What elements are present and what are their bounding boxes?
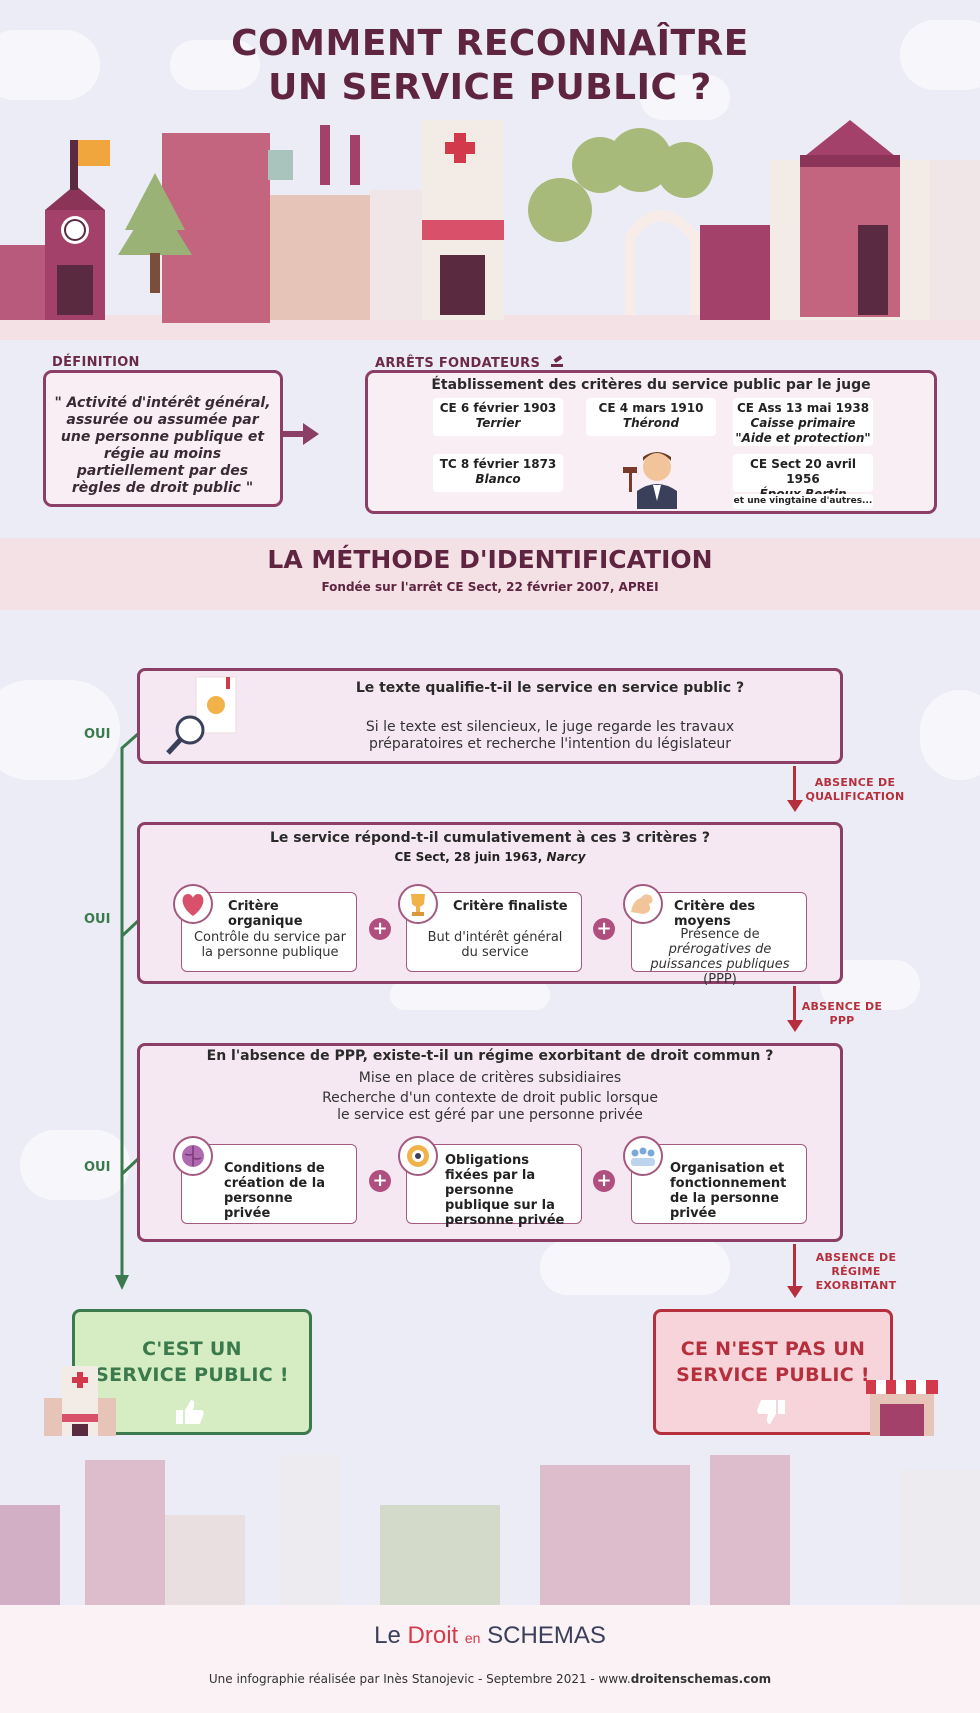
result-no-line-2: SERVICE PUBLIC !: [676, 1364, 870, 1386]
footer: [0, 1605, 980, 1713]
oui-connector: [110, 730, 150, 1304]
step-1-question: Le texte qualifie-t-il le service en ser…: [355, 680, 745, 696]
result-yes-line-1: C'EST UN: [142, 1338, 242, 1360]
step-3-line-2: Recherche d'un contexte de droit public …: [322, 1090, 658, 1106]
cloud: [640, 75, 730, 120]
criterion-finaliste-desc: But d'intérêt général du service: [427, 930, 563, 960]
subsidiary-criterion-obligations: Obligations fixées par la personne publi…: [406, 1144, 582, 1228]
trophy-icon: [398, 884, 438, 924]
cloud: [540, 1240, 730, 1295]
cloud: [920, 690, 980, 780]
step-3-line-3: le service est géré par une personne pri…: [337, 1107, 643, 1123]
step-1-line-1: Si le texte est silencieux, le juge rega…: [365, 719, 735, 735]
result-yes-line-2: SERVICE PUBLIC !: [95, 1364, 289, 1386]
muscle-arm-icon: [623, 884, 663, 924]
step-2-reference: CE Sect, 28 juin 1963, Narcy: [394, 850, 586, 864]
method-band: [0, 538, 980, 610]
subsidiary-criterion-creation-title: Conditions de création de la personne pr…: [224, 1161, 325, 1221]
definition-text: " Activité d'intérêt général, assurée ou…: [54, 395, 271, 496]
criterion-organique-title: Critère organique: [228, 899, 303, 929]
cloud: [900, 20, 980, 90]
team-icon: [623, 1136, 663, 1176]
footer-site-link[interactable]: droitenschemas.com: [630, 1672, 772, 1686]
plus-icon: +: [593, 918, 615, 940]
hospital-icon: [44, 1362, 116, 1440]
oui-label-2: OUI: [84, 912, 111, 927]
arrets-heading: Établissement des critères du service pu…: [431, 377, 871, 393]
criterion-finaliste-title: Critère finaliste: [453, 899, 568, 914]
arrow-right-icon: [283, 423, 319, 449]
shop-icon: [866, 1370, 938, 1440]
absence-arrow-1: [793, 766, 796, 802]
oui-label-3: OUI: [84, 1160, 111, 1175]
definition-label: DÉFINITION: [52, 355, 140, 370]
title-line-1: COMMENT RECONNAÎTRE: [231, 23, 749, 64]
plus-icon: +: [369, 1170, 391, 1192]
arret-card-epoux-bertin: CE Sect 20 avril 1956Époux Bertin: [733, 454, 873, 501]
arrets-others: et une vingtaine d'autres...: [733, 494, 873, 509]
footer-credit: Une infographie réalisée par Inès Stanoj…: [208, 1672, 772, 1686]
absence-label-regime: ABSENCE DE RÉGIME EXORBITANT: [815, 1251, 897, 1292]
absence-arrow-2: [793, 986, 796, 1022]
method-title: LA MÉTHODE D'IDENTIFICATION: [267, 545, 713, 574]
method-subtitle: Fondée sur l'arrêt CE Sect, 22 février 2…: [321, 580, 659, 594]
eye-icon: [398, 1136, 438, 1176]
absence-label-qualification: ABSENCE DE QUALIFICATION: [805, 776, 905, 803]
criterion-moyens: Critère des moyens Présence de prérogati…: [631, 892, 807, 987]
title-line-2: UN SERVICE PUBLIC ?: [268, 67, 712, 108]
city-illustration: [0, 115, 980, 340]
oui-label-1: OUI: [84, 727, 111, 742]
criterion-organique-desc: Contrôle du service par la personne publ…: [193, 930, 346, 960]
absence-arrow-1-head: [787, 800, 803, 812]
subsidiary-criterion-creation: Conditions de création de la personne pr…: [181, 1144, 357, 1224]
absence-label-ppp: ABSENCE DE PPP: [801, 1000, 883, 1027]
plus-icon: +: [369, 918, 391, 940]
absence-arrow-2-head: [787, 1020, 803, 1032]
thumbs-up-icon: [174, 1398, 206, 1430]
absence-arrow-3: [793, 1244, 796, 1288]
cloud: [0, 680, 120, 780]
subsidiary-criterion-organisation-title: Organisation et fonctionnement de la per…: [670, 1161, 787, 1221]
magnifier-document-icon: [162, 675, 242, 761]
definition-box: [43, 370, 283, 507]
absence-arrow-3-head: [787, 1286, 803, 1298]
cloud: [390, 980, 550, 1010]
step-2-question: Le service répond-t-il cumulativement à …: [269, 830, 711, 846]
subsidiary-criterion-obligations-title: Obligations fixées par la personne publi…: [445, 1153, 565, 1228]
step-3-line-1: Mise en place de critères subsidiaires: [358, 1070, 622, 1086]
arrets-label: ARRÊTS FONDATEURS: [375, 355, 565, 373]
criterion-moyens-title: Critère des moyens: [674, 899, 756, 929]
gavel-icon: [549, 355, 565, 373]
result-no-line-1: CE N'EST PAS UN: [680, 1338, 866, 1360]
thumbs-down-icon: [755, 1398, 787, 1430]
footer-logo: Le Droit en SCHEMAS: [374, 1622, 606, 1649]
step-3-question: En l'absence de PPP, existe-t-il un régi…: [206, 1048, 774, 1064]
city-illustration-faded: [0, 1445, 980, 1605]
page-title: COMMENT RECONNAÎTRE UN SERVICE PUBLIC ?: [0, 22, 980, 110]
cloud: [170, 40, 260, 90]
brain-icon: [173, 1136, 213, 1176]
step-1-box: [137, 668, 843, 764]
cloud: [20, 1130, 130, 1200]
heart-icon: [173, 884, 213, 924]
judge-icon: [615, 447, 687, 513]
cloud: [0, 30, 100, 100]
step-1-line-2: préparatoires et recherche l'intention d…: [368, 736, 732, 752]
plus-icon: +: [593, 1170, 615, 1192]
criterion-moyens-desc: Présence de prérogatives de puissances p…: [650, 927, 790, 987]
